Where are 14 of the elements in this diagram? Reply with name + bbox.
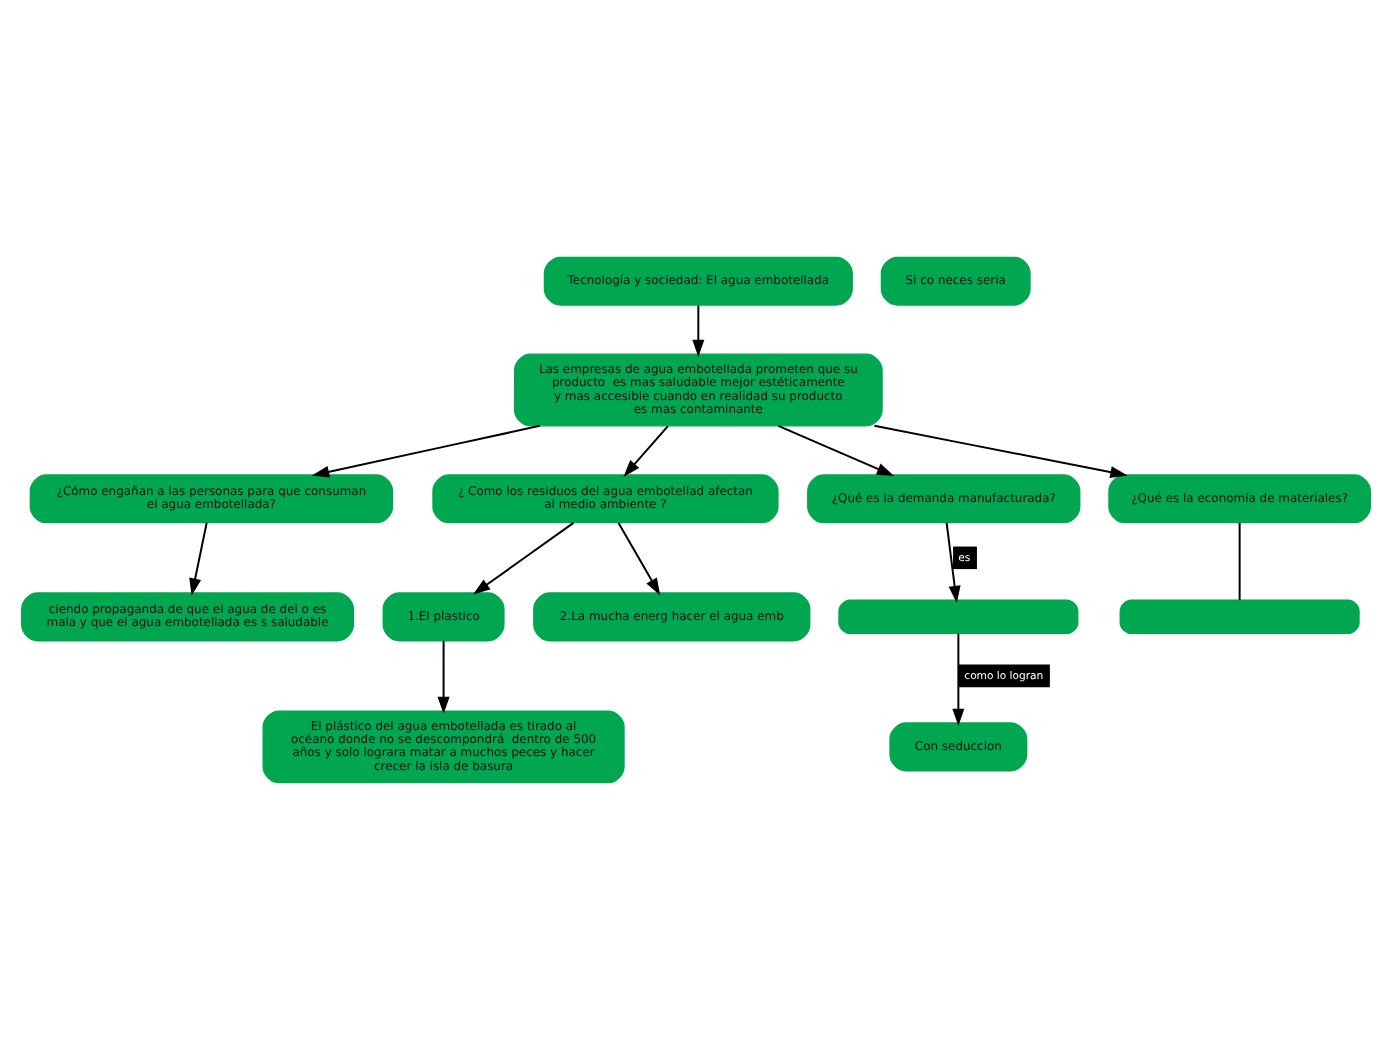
arrow xyxy=(692,304,705,357)
arrow xyxy=(945,521,961,604)
arrow xyxy=(623,425,669,477)
connector xyxy=(1238,521,1241,602)
arrow xyxy=(189,521,208,596)
arrow xyxy=(437,639,450,714)
node-box xyxy=(838,599,1079,635)
arrow xyxy=(873,424,1128,479)
arrow xyxy=(777,424,895,476)
arrow xyxy=(617,521,661,596)
arrow xyxy=(473,521,575,595)
arrow xyxy=(952,632,965,726)
node-box xyxy=(1119,599,1360,635)
arrow xyxy=(311,424,541,478)
